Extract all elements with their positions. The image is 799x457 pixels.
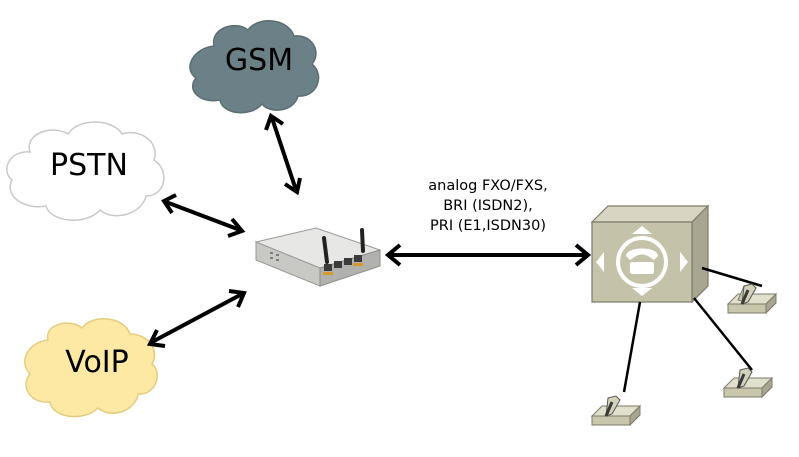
arrow-voip-gateway: [146, 289, 247, 348]
arrow-gateway-pbx: [384, 243, 592, 267]
arrow-pstn-gateway: [161, 193, 246, 238]
desk-phone-icon: [722, 367, 774, 399]
desk-phone-icon: [590, 395, 642, 427]
desk-phone-icon: [726, 283, 778, 315]
voip-label: VoIP: [65, 345, 129, 380]
gsm-label: GSM: [225, 43, 293, 78]
pstn-cloud: PSTN: [6, 121, 165, 221]
link-label-line-2: BRI (ISDN2),: [443, 198, 533, 214]
gateway-device-icon: [254, 227, 382, 287]
pbx-phone-lines: [622, 266, 763, 393]
voip-cloud: VoIP: [24, 318, 158, 418]
gsm-cloud: GSM: [189, 20, 320, 114]
arrow-gsm-gateway: [264, 112, 302, 196]
telephone-switch-icon: [590, 204, 710, 304]
pstn-label: PSTN: [50, 148, 128, 183]
link-label: analog FXO/FXS, BRI (ISDN2), PRI (E1,ISD…: [428, 178, 547, 234]
link-label-line-3: PRI (E1,ISDN30): [430, 218, 546, 234]
link-label-line-1: analog FXO/FXS,: [428, 178, 547, 194]
